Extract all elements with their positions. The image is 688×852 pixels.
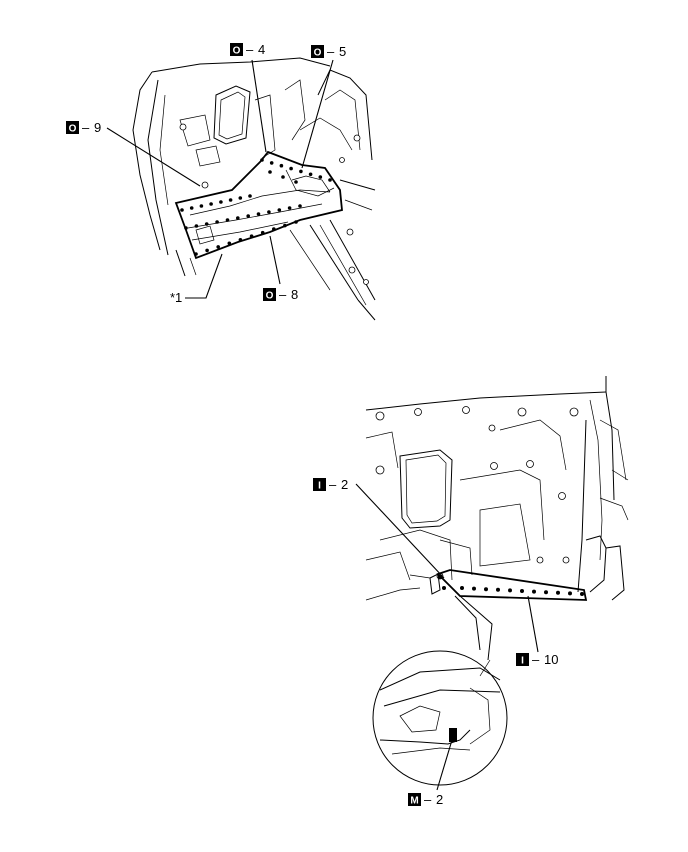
weld-spot xyxy=(268,170,272,174)
weld-spot xyxy=(277,208,282,212)
detail-circle xyxy=(372,650,508,786)
weld-spot xyxy=(215,220,219,224)
weld-spot xyxy=(299,169,303,174)
callout-o-4-badge: O xyxy=(233,46,241,57)
weld-spot xyxy=(260,158,264,162)
weld-spot xyxy=(184,226,188,230)
weld-spot xyxy=(294,220,298,224)
weld-spot xyxy=(281,175,285,179)
weld-spot xyxy=(442,586,446,590)
callout-i-2-number: 2 xyxy=(341,477,348,492)
callout-i-10-number: 10 xyxy=(544,652,558,667)
weld-spot xyxy=(532,589,536,594)
weld-spot xyxy=(238,196,243,200)
callout-o-9: O – 9 xyxy=(66,120,101,135)
weld-spot xyxy=(194,224,199,228)
callout-m-2-number: 2 xyxy=(436,792,443,807)
callout-o-9-number: 9 xyxy=(94,120,101,135)
weld-spot xyxy=(279,163,284,168)
callout-i-10-badge: I xyxy=(521,656,524,667)
weld-spot xyxy=(249,234,254,238)
weld-spot xyxy=(544,590,548,595)
callout-o-5-dash: – xyxy=(327,44,335,59)
weld-spot xyxy=(272,227,276,231)
weld-spot xyxy=(438,575,442,579)
weld-spot xyxy=(225,218,230,222)
callout-m-2-dash: – xyxy=(424,792,432,807)
weld-spots-bottom xyxy=(438,575,584,596)
weld-spot xyxy=(328,178,332,182)
weld-spot xyxy=(267,210,271,214)
weld-spot xyxy=(496,587,500,592)
weld-spot xyxy=(205,248,209,253)
weld-spot xyxy=(180,208,184,212)
weld-spot xyxy=(238,238,243,242)
callout-o-8: O – 8 xyxy=(263,287,298,302)
weld-spot xyxy=(194,252,198,256)
weld-spot xyxy=(189,206,194,210)
callout-o-5-number: 5 xyxy=(339,44,346,59)
weld-spot xyxy=(308,172,313,177)
weld-spot xyxy=(287,206,292,210)
weld-spot xyxy=(580,592,584,596)
callout-o-9-badge: O xyxy=(69,124,77,135)
weld-spot xyxy=(256,212,261,216)
callout-o-4-number: 4 xyxy=(258,42,265,57)
weld-spot xyxy=(228,198,233,202)
callout-ref-1-text: *1 xyxy=(170,290,182,305)
callout-o-8-dash: – xyxy=(279,287,287,302)
top-view-drawing xyxy=(132,57,376,321)
callout-o-4-dash: – xyxy=(246,42,254,57)
weld-spot xyxy=(209,202,213,206)
weld-spot xyxy=(556,590,560,595)
weld-spot xyxy=(508,588,512,593)
callout-o-5: O – 5 xyxy=(311,44,346,59)
weld-spot xyxy=(520,589,524,593)
callout-i-2: I – 2 xyxy=(313,477,348,492)
callout-ref-1: *1 xyxy=(170,290,182,305)
callout-m-2-badge: M xyxy=(410,796,418,807)
callout-o-5-badge: O xyxy=(314,48,322,59)
leader-lines xyxy=(106,59,539,791)
bottom-view-drawing xyxy=(365,376,629,661)
weld-spot xyxy=(216,245,220,249)
callout-i-2-dash: – xyxy=(329,477,337,492)
callout-o-8-badge: O xyxy=(266,291,274,302)
weld-spots-top xyxy=(180,158,332,256)
weld-spot xyxy=(472,586,476,591)
callout-o-8-number: 8 xyxy=(291,287,298,302)
callout-i-10: I – 10 xyxy=(516,652,558,667)
weld-spot xyxy=(248,194,252,198)
weld-spot xyxy=(289,166,293,171)
weld-spot xyxy=(460,586,464,590)
weld-spot xyxy=(484,587,488,592)
weld-spot xyxy=(199,204,204,208)
weld-spot xyxy=(283,223,287,228)
weld-spot xyxy=(227,241,232,246)
callout-i-2-badge: I xyxy=(318,481,321,492)
weld-spot xyxy=(294,180,298,184)
weld-spot xyxy=(318,175,323,179)
callout-o-9-dash: – xyxy=(82,120,90,135)
weld-spot xyxy=(204,222,209,226)
weld-spot xyxy=(246,214,250,218)
weld-spot xyxy=(269,161,274,165)
weld-spot xyxy=(219,200,223,204)
weld-spot xyxy=(236,216,240,220)
callout-o-4: O – 4 xyxy=(230,42,265,57)
callout-m-2: M – 2 xyxy=(408,792,443,807)
callout-i-10-dash: – xyxy=(532,652,540,667)
weld-spot xyxy=(568,591,572,596)
weld-spot xyxy=(298,204,302,208)
weld-spot xyxy=(260,230,265,235)
